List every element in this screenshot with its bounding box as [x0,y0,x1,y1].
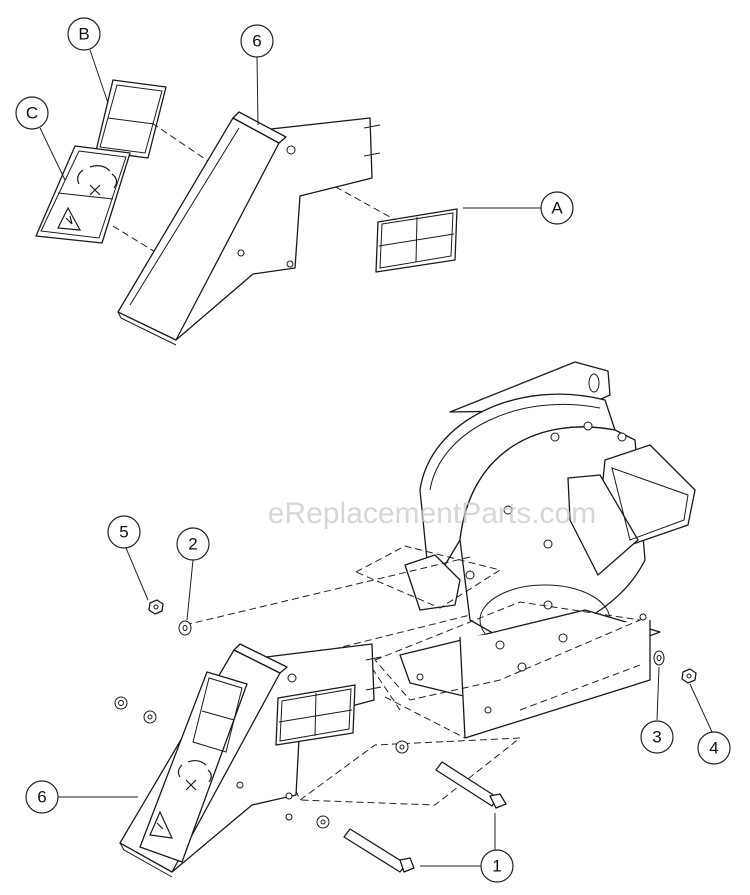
warning-triangle-icon [57,206,82,231]
top-chute [117,111,381,346]
bottom-chute [119,643,382,878]
svg-text:3: 3 [652,728,661,747]
spare-hardware [114,696,157,724]
bolt-upper [395,740,507,809]
callout-5: 5 [107,515,141,549]
svg-text:1: 1 [492,857,501,876]
svg-text:6: 6 [37,788,46,807]
washer-2 [178,620,192,636]
callout-a: A [540,191,574,225]
rotating-blades-hazard-icon [77,165,118,189]
callout-3: 3 [640,720,674,754]
blower-housing [399,361,696,739]
chute-rotating-blades-icon [177,759,212,783]
chute-warning-triangle-icon [149,810,174,839]
bottom-side-decal [275,684,356,746]
svg-text:5: 5 [119,523,128,542]
decal-c [35,145,131,244]
watermark: eReplacementParts.com [268,497,596,530]
callout-6-bottom: 6 [25,780,59,814]
nut-5 [148,599,164,615]
decal-b [95,79,167,159]
washer-3 [653,650,665,666]
svg-text:2: 2 [188,535,197,554]
callout-c: C [15,96,49,130]
callout-b: B [67,17,101,51]
callout-2: 2 [176,527,210,561]
decal-a [375,208,458,273]
callout-1: 1 [480,849,514,883]
nut-4 [681,668,697,684]
svg-text:4: 4 [709,739,718,758]
callout-6-top: 6 [240,24,274,58]
svg-text:A: A [551,199,563,218]
svg-text:6: 6 [252,32,261,51]
bolt-lower [316,815,415,873]
callout-4: 4 [697,731,731,765]
svg-text:B: B [78,25,89,44]
svg-text:C: C [26,104,38,123]
